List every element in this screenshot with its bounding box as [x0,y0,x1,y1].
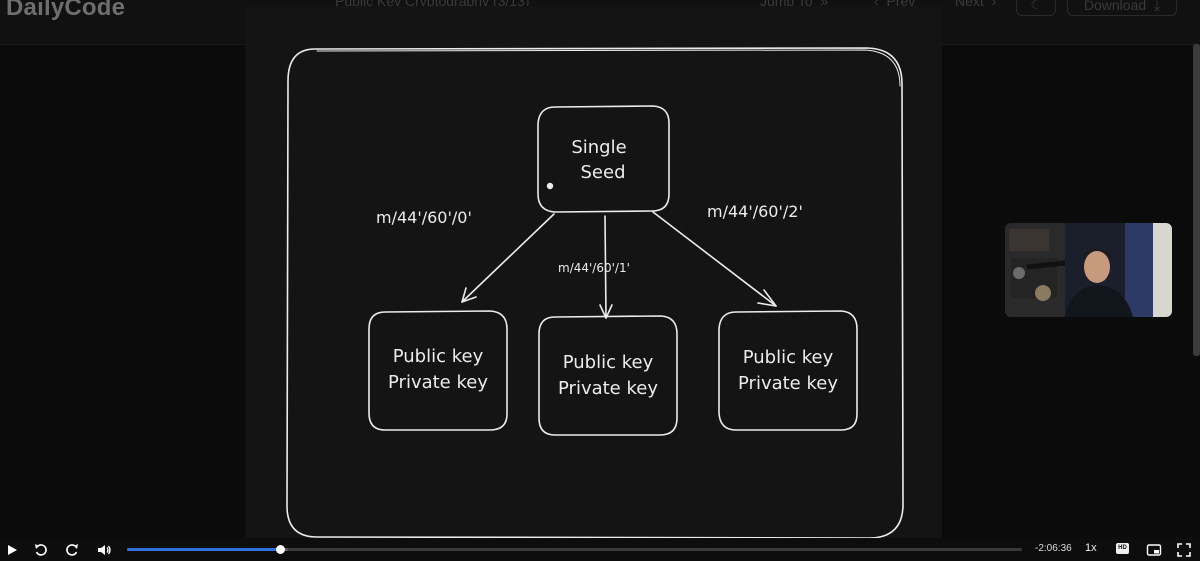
picture-in-picture-icon[interactable] [1145,541,1163,559]
webcam-overlay[interactable] [1005,223,1172,317]
jump-to-button[interactable]: Jump To » [760,0,828,9]
path-label-2: m/44'/60'/2' [707,202,803,221]
progress-handle[interactable] [276,545,286,554]
hd-icon[interactable]: HD [1116,543,1129,554]
key-middle-public: Public key [563,352,654,373]
chevron-double-right-icon: » [816,0,829,9]
prev-button[interactable]: ‹ Prev [874,0,915,9]
time-remaining: -2:06:36 [1035,543,1072,554]
volume-icon[interactable] [95,541,113,559]
player-controls: -2:06:36 1x HD [0,538,1200,561]
video-stage[interactable]: Single Seed m/44'/60'/0' m/44'/60'/1' m/… [245,6,942,538]
prev-label: Prev [886,0,916,9]
chevron-left-icon: ‹ [874,0,883,9]
key-middle-private: Private key [558,378,658,399]
next-button[interactable]: Next › [955,0,996,9]
brand-logo[interactable]: DailyCode [6,0,126,21]
jump-to-label: Jump To [760,0,813,9]
download-label: Download [1083,0,1147,13]
progress-bar[interactable] [127,545,1022,554]
fullscreen-icon[interactable] [1175,541,1193,559]
seed-box [537,105,670,213]
theme-toggle-button[interactable]: ☾ [1016,0,1056,16]
key-right-private: Private key [738,373,838,394]
path-label-0: m/44'/60'/0' [376,208,472,227]
progress-played [127,548,281,551]
arrow-left [461,213,555,303]
arrow-right [652,211,777,307]
playback-speed-button[interactable]: 1x [1085,542,1097,554]
chevron-right-icon: › [987,0,997,9]
seed-label-line1: Single [571,137,626,158]
seed-label-line2: Seed [581,162,626,183]
download-button[interactable]: Download ⤓ [1067,0,1177,16]
path-label-1: m/44'/60'/1' [558,261,630,275]
outer-frame [286,47,904,538]
moon-icon: ☾ [1030,0,1042,12]
lesson-title: Public Key Cryptography (3/13) [335,0,530,9]
presenter-video [1005,223,1172,317]
arrow-middle [604,215,607,319]
rewind-icon[interactable] [32,541,50,559]
play-icon[interactable] [3,541,21,559]
key-box-left [368,310,508,431]
cursor-dot [546,182,554,190]
page-scrollbar[interactable] [1193,44,1200,356]
forward-icon[interactable] [63,541,81,559]
key-right-public: Public key [743,347,834,368]
key-box-right [718,310,858,431]
key-box-middle [538,315,678,436]
download-icon: ⤓ [1150,0,1161,13]
diagram-canvas: Single Seed m/44'/60'/0' m/44'/60'/1' m/… [286,47,904,538]
key-left-public: Public key [393,346,484,367]
key-left-private: Private key [388,372,488,393]
next-label: Next [955,0,984,9]
